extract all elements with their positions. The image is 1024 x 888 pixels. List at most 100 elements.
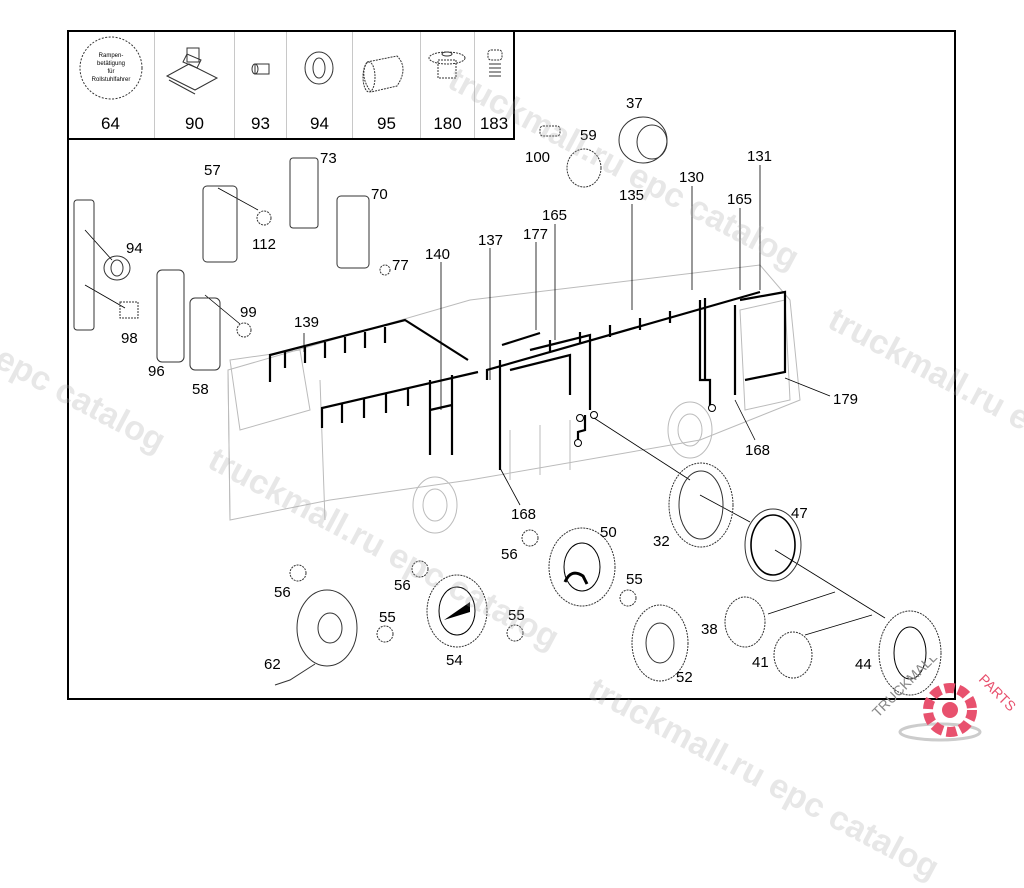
callout-100[interactable]: 100 — [525, 149, 551, 166]
grommet-ring-icon — [304, 51, 334, 85]
ramp-button-icon — [426, 574, 488, 648]
cover-cap-icon — [631, 604, 689, 682]
callout-55[interactable]: 55 — [508, 607, 525, 624]
callout-165[interactable]: 165 — [727, 191, 753, 208]
callout-38[interactable]: 38 — [701, 621, 718, 638]
thumbnail-item[interactable]: 183 — [475, 30, 515, 138]
gear-icon — [923, 683, 977, 737]
callout-37[interactable]: 37 — [626, 95, 643, 112]
callout-73[interactable]: 73 — [320, 150, 337, 167]
ramp-symbol-icon — [444, 602, 470, 620]
threaded-stud-icon — [487, 49, 503, 77]
callout-32[interactable]: 32 — [653, 533, 670, 550]
callout-165[interactable]: 165 — [542, 207, 568, 224]
thumbnail-label: 64 — [101, 114, 120, 133]
parts-diagram: Rampen- betätigung für Rollstuhlfahrer 6… — [0, 30, 1024, 887]
switch-base-icon — [296, 589, 358, 667]
truckmall-parts-logo: TRUCKMALL PARTS — [869, 658, 1019, 742]
diagram-frame — [67, 30, 956, 700]
thumbnail-item[interactable]: Rampen- betätigung für Rollstuhlfahrer 6… — [67, 30, 155, 138]
callout-55[interactable]: 55 — [626, 571, 643, 588]
screw-icon — [376, 625, 394, 643]
screw-icon — [539, 125, 561, 137]
thumbnail-label: 183 — [479, 114, 509, 133]
svg-text:Rampen-: Rampen- — [99, 53, 124, 59]
callout-177[interactable]: 177 — [523, 226, 549, 243]
callout-54[interactable]: 54 — [446, 652, 463, 669]
callout-137[interactable]: 137 — [478, 232, 504, 249]
svg-text:Rollstuhlfahrer: Rollstuhlfahrer — [92, 77, 131, 83]
callout-55[interactable]: 55 — [379, 609, 396, 626]
screw-icon — [619, 589, 637, 607]
seal-ring-icon — [878, 610, 942, 696]
exploded-view-drawing — [73, 116, 942, 696]
wheelchair-symbol-icon — [563, 571, 589, 585]
callout-57[interactable]: 57 — [204, 162, 221, 179]
callout-179[interactable]: 179 — [833, 391, 859, 408]
callout-50[interactable]: 50 — [600, 524, 617, 541]
callout-52[interactable]: 52 — [676, 669, 693, 686]
callout-47[interactable]: 47 — [791, 505, 808, 522]
callout-56[interactable]: 56 — [274, 584, 291, 601]
flanged-nut-icon — [428, 51, 466, 79]
svg-text:betätigung: betätigung — [97, 61, 125, 67]
callout-168[interactable]: 168 — [511, 506, 537, 523]
housing-icon — [336, 195, 370, 269]
bracket-clip-icon — [165, 47, 219, 95]
screw-icon — [256, 210, 272, 226]
insert-icon — [773, 631, 813, 679]
bezel-ring-icon — [744, 508, 802, 582]
callout-135[interactable]: 135 — [619, 187, 645, 204]
thumbnail-label: 94 — [310, 114, 329, 133]
cylinder-sleeve-icon — [362, 55, 404, 93]
housing-ring-icon — [668, 462, 734, 548]
callout-168[interactable]: 168 — [745, 442, 771, 459]
thumbnail-label: 180 — [433, 114, 462, 133]
callout-58[interactable]: 58 — [192, 381, 209, 398]
thumbnail-item[interactable]: 90 — [155, 30, 235, 138]
callout-98[interactable]: 98 — [121, 330, 138, 347]
callout-62[interactable]: 62 — [264, 656, 281, 673]
callout-56[interactable]: 56 — [394, 577, 411, 594]
holder-icon — [289, 157, 319, 229]
wheelchair-button-icon — [548, 527, 616, 607]
svg-text:PARTS: PARTS — [976, 671, 1019, 714]
callout-44[interactable]: 44 — [855, 656, 872, 673]
mounting-rail-icon — [73, 199, 95, 331]
callout-131[interactable]: 131 — [747, 148, 773, 165]
thumbnail-label: 95 — [377, 114, 396, 133]
clip-icon — [119, 301, 139, 319]
ramp-operation-label-icon: Rampen- betätigung für Rollstuhlfahrer — [79, 36, 143, 100]
callout-56[interactable]: 56 — [501, 546, 518, 563]
clip-icon — [521, 529, 539, 547]
thumbnail-item[interactable]: 95 — [353, 30, 421, 138]
clip-icon — [289, 564, 307, 582]
leader-lines — [84, 165, 886, 636]
callout-112[interactable]: 112 — [252, 236, 276, 253]
thumbnail-item[interactable]: 93 — [235, 30, 287, 138]
sleeve-icon — [251, 63, 270, 75]
thumbnail-label: 90 — [185, 114, 204, 133]
grommet-ring-icon — [103, 255, 131, 281]
callout-94[interactable]: 94 — [126, 240, 143, 257]
bus-body-outline — [227, 264, 801, 534]
screw-icon — [506, 624, 524, 642]
cover-strip-icon — [156, 269, 185, 363]
callout-70[interactable]: 70 — [371, 186, 388, 203]
thumbnail-item[interactable]: 180 — [421, 30, 475, 138]
callout-130[interactable]: 130 — [679, 169, 705, 186]
connector-icon — [708, 404, 716, 412]
callout-139[interactable]: 139 — [294, 314, 320, 331]
connector-icon — [590, 411, 598, 419]
thumbnail-item[interactable]: 94 — [287, 30, 353, 138]
callout-59[interactable]: 59 — [580, 127, 597, 144]
callout-96[interactable]: 96 — [148, 363, 165, 380]
plug-icon — [379, 264, 391, 276]
wire-lead-icon — [274, 663, 316, 686]
callout-41[interactable]: 41 — [752, 654, 769, 671]
connector-icon — [576, 414, 584, 422]
callout-140[interactable]: 140 — [425, 246, 451, 263]
callout-99[interactable]: 99 — [240, 304, 257, 321]
connector-icon — [574, 439, 582, 447]
callout-77[interactable]: 77 — [392, 257, 409, 274]
